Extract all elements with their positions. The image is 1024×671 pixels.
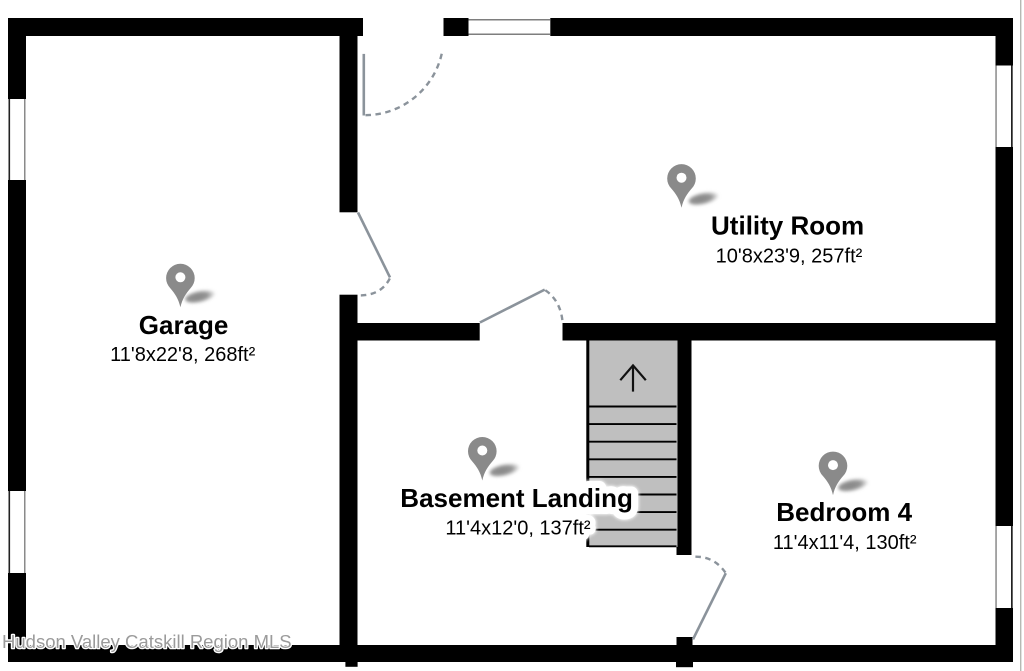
svg-text:Basement Landing: Basement Landing <box>400 483 633 513</box>
svg-text:Bedroom 4: Bedroom 4 <box>776 497 912 527</box>
svg-text:11'4x11'4, 130ft²: 11'4x11'4, 130ft² <box>773 532 917 554</box>
svg-text:Garage: Garage <box>139 310 229 340</box>
svg-text:Hudson Valley Catskill Region: Hudson Valley Catskill Region MLS <box>2 631 292 652</box>
svg-text:Utility Room: Utility Room <box>711 211 864 241</box>
svg-text:11'4x12'0, 137ft²: 11'4x12'0, 137ft² <box>445 518 590 540</box>
svg-text:11'8x22'8, 268ft²: 11'8x22'8, 268ft² <box>110 344 255 366</box>
svg-text:10'8x23'9, 257ft²: 10'8x23'9, 257ft² <box>716 246 863 268</box>
